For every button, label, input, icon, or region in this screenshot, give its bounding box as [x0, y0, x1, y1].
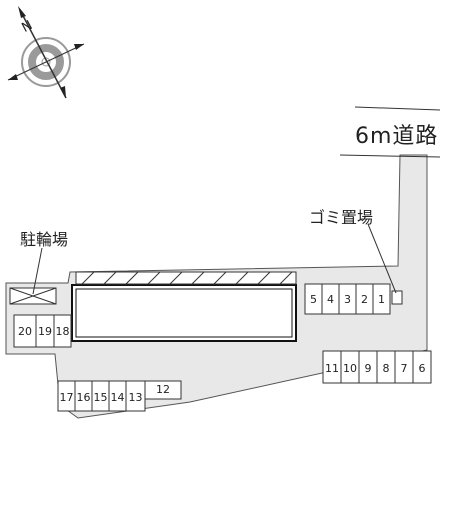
bicycle-box-cross-2 [9, 287, 57, 305]
slot-4: 4 [327, 293, 334, 306]
parking-row-bottom-left [57, 380, 182, 412]
balcony-strip [75, 271, 297, 285]
building-inner-outline [75, 288, 293, 338]
slot-9: 9 [365, 362, 372, 375]
slot-8: 8 [383, 362, 390, 375]
slot-3: 3 [344, 293, 351, 306]
slot-2: 2 [361, 293, 368, 306]
slot-13: 13 [129, 391, 143, 404]
road-line-bottom [339, 154, 441, 158]
slot-15: 15 [94, 391, 108, 404]
building [71, 284, 297, 342]
trash-leader-line [367, 223, 397, 294]
slot-18: 18 [56, 325, 70, 338]
compass-icon: N [7, 6, 85, 99]
slot-12: 12 [156, 383, 170, 396]
slot-16: 16 [77, 391, 91, 404]
bicycle-leader-line [32, 247, 43, 295]
balcony-hatching [81, 271, 293, 285]
parking-numbers: 5 4 3 2 1 11 10 9 8 7 6 17 16 15 14 13 1… [18, 293, 426, 404]
parking-row-left [13, 314, 72, 348]
slot-6: 6 [419, 362, 426, 375]
trash-area-box [391, 290, 403, 305]
slot-7: 7 [401, 362, 408, 375]
parking-row-right-top [304, 283, 391, 315]
parking-row-right-bottom [322, 350, 432, 384]
slot-1: 1 [378, 293, 385, 306]
road-label: 6m道路 [355, 124, 439, 149]
slot-17: 17 [60, 391, 74, 404]
slot-10: 10 [343, 362, 357, 375]
trash-area-label: ゴミ置場 [309, 208, 374, 227]
slot-11: 11 [325, 362, 339, 375]
road-line-top [354, 106, 441, 111]
slot-20: 20 [18, 325, 32, 338]
slot-19: 19 [38, 325, 52, 338]
slot-5: 5 [310, 293, 317, 306]
bicycle-parking-label: 駐輪場 [20, 230, 69, 249]
slot-14: 14 [111, 391, 125, 404]
